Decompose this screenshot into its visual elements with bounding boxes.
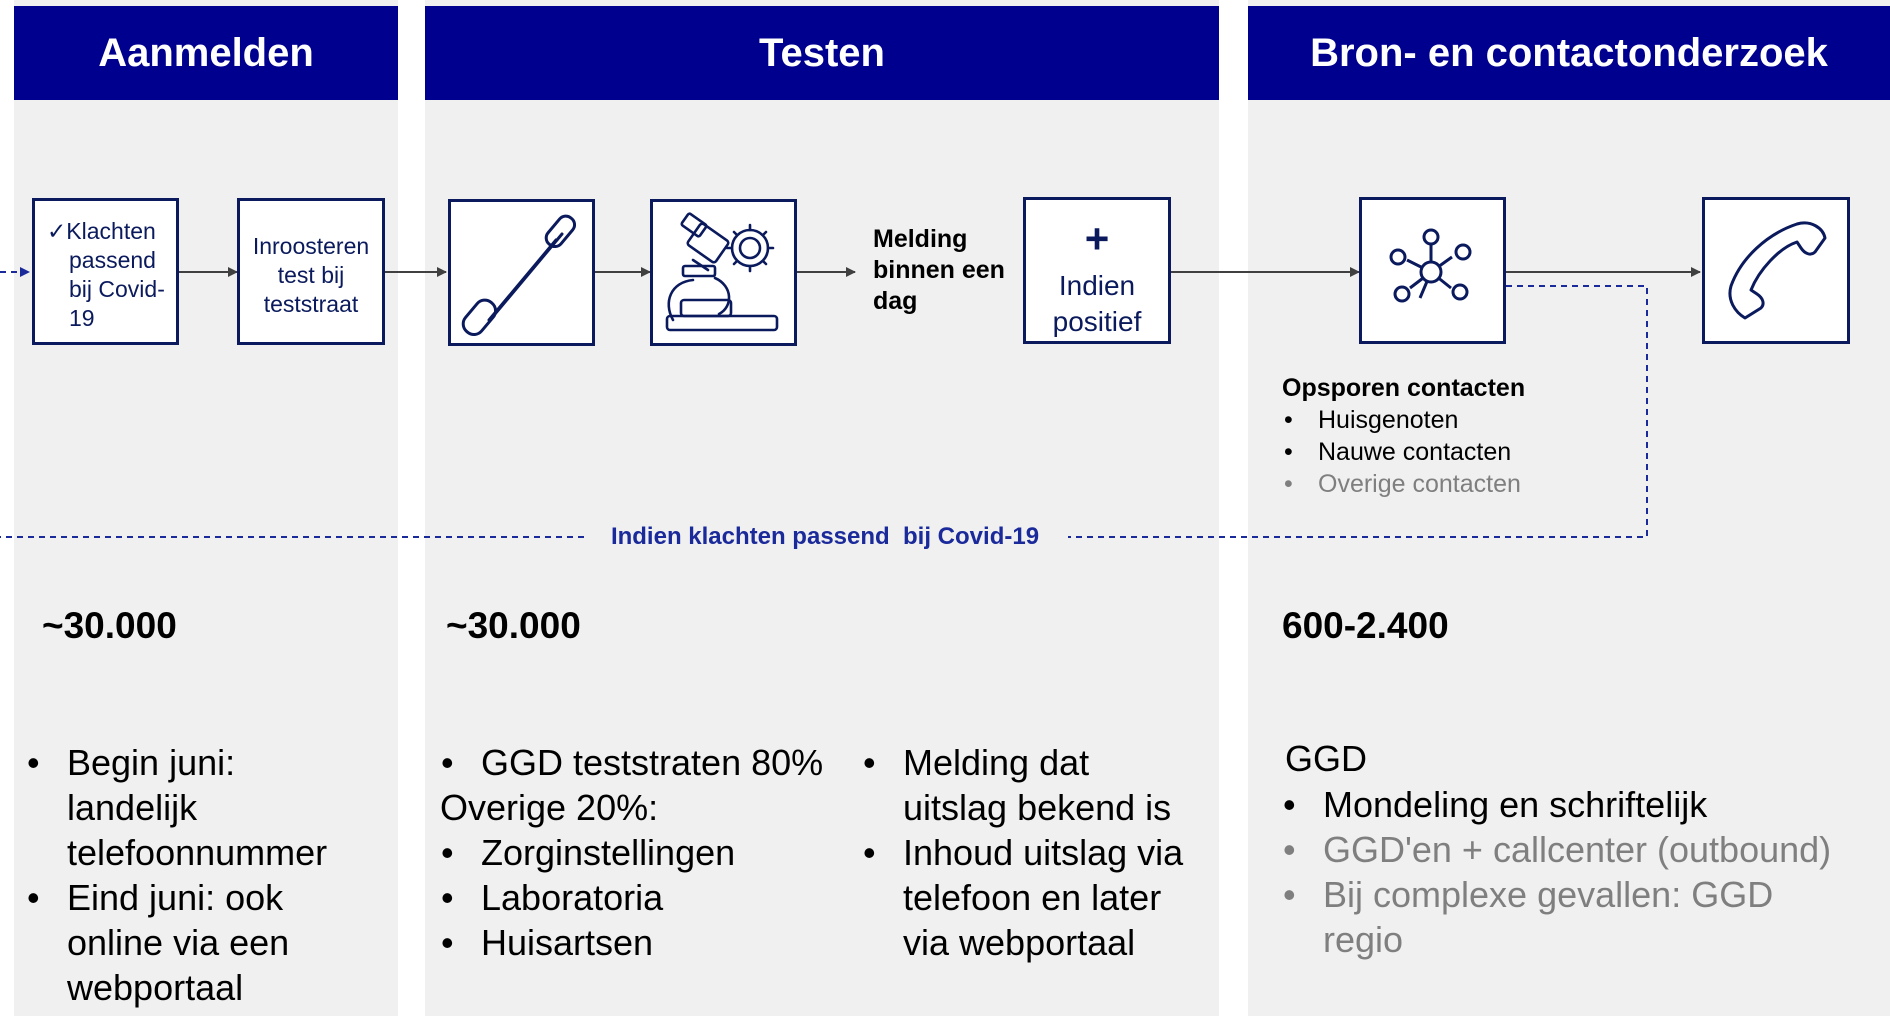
bullet-item: Laboratoria: [440, 875, 850, 920]
step-inroosteren-box: [237, 198, 385, 345]
bullet-item: Mondeling en schriftelijk: [1282, 782, 1882, 827]
positief-label: Indien positief: [1052, 270, 1142, 337]
bullet-item: Huisartsen: [440, 920, 850, 965]
stat-aanmelden: ~30.000: [42, 605, 177, 646]
cotton-swab-icon: [461, 214, 577, 337]
bullet-item: Inhoud uitslag via telefoon en later via…: [862, 830, 1202, 965]
network-box: [1359, 197, 1506, 344]
swab-box: [448, 199, 595, 346]
testen-col2-bullets: Melding dat uitslag bekend is Inhoud uit…: [862, 740, 1202, 965]
header-bron: Bron- en contactonderzoek: [1248, 6, 1890, 100]
opsporen-item: Huisgenoten: [1282, 404, 1612, 436]
melding-label: Melding binnen een dag: [873, 225, 1005, 315]
loop-label: Indien klachten passend bij Covid-19: [610, 523, 1040, 550]
plus-icon: +: [1084, 215, 1110, 262]
microscope-virus-icon: [665, 212, 779, 332]
positief-box: [1023, 197, 1171, 344]
opsporen-item: Overige contacten: [1282, 468, 1612, 500]
testen-col1-bullets: GGD teststraten 80% Overige 20%: Zorgins…: [440, 740, 850, 965]
microscope-box: [650, 199, 797, 346]
subhead-overige: Overige 20%:: [440, 787, 659, 828]
bullet-item: Bij complexe gevallen: GGD regio: [1282, 872, 1823, 962]
bron-bullets: Mondeling en schriftelijk GGD'en + callc…: [1282, 782, 1882, 962]
header-aanmelden: Aanmelden: [14, 6, 398, 100]
step-inroosteren-text: Inroosteren test bij teststraat: [252, 233, 370, 317]
phone-box: [1702, 197, 1850, 344]
ggd-label: GGD: [1285, 738, 1368, 779]
network-icon: [1389, 228, 1472, 303]
opsporen-block: Opsporen contacten Huisgenoten Nauwe con…: [1282, 372, 1612, 500]
opsporen-item: Nauwe contacten: [1282, 436, 1612, 468]
bullet-item: GGD'en + callcenter (outbound): [1282, 827, 1882, 872]
step-klachten-text: ✓Klachten passend bij Covid- 19: [47, 218, 165, 331]
bullet-item: GGD teststraten 80%: [440, 740, 850, 785]
stat-testen: ~30.000: [446, 605, 581, 646]
phone-icon: [1728, 221, 1827, 320]
stat-bron: 600-2.400: [1282, 605, 1449, 646]
aanmelden-bullets: Begin juni: landelijk telefoonnummer Ein…: [26, 740, 366, 1010]
dashed-loop: [0, 267, 1648, 538]
opsporen-title: Opsporen contacten: [1282, 374, 1526, 402]
bullet-item: Begin juni: landelijk telefoonnummer: [26, 740, 366, 875]
check-icon: ✓: [47, 218, 67, 244]
header-testen: Testen: [425, 6, 1219, 100]
bullet-item: Melding dat uitslag bekend is: [862, 740, 1202, 830]
step-klachten-box: [32, 198, 179, 345]
bullet-item: Zorginstellingen: [440, 830, 850, 875]
bullet-item: Eind juni: ook online via een webportaal: [26, 875, 366, 1010]
opsporen-list: Huisgenoten Nauwe contacten Overige cont…: [1282, 404, 1612, 500]
